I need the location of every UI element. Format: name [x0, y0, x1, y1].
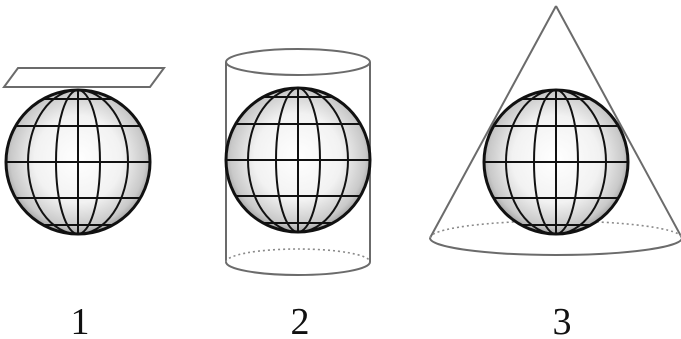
globe-icon [4, 88, 152, 236]
cylinder-top [225, 48, 371, 76]
cone-left-edge [429, 5, 557, 239]
cone-base-hidden [429, 220, 681, 239]
panel-2-cylindrical-projection [224, 48, 372, 276]
panel-3-conic-projection [429, 5, 681, 256]
panel-1-label: 1 [71, 301, 90, 339]
globe-icon [224, 86, 372, 234]
panel-3-label: 3 [553, 301, 572, 339]
globe-icon [482, 88, 630, 236]
panel-2-label: 2 [291, 301, 310, 339]
cylinder-bottom [225, 261, 371, 276]
panel-1-plane-projection [2, 67, 166, 236]
cone-right-edge [555, 5, 681, 239]
cylinder-bottom-hidden [225, 248, 371, 263]
cone-base [429, 237, 681, 256]
projection-plane [2, 67, 166, 88]
